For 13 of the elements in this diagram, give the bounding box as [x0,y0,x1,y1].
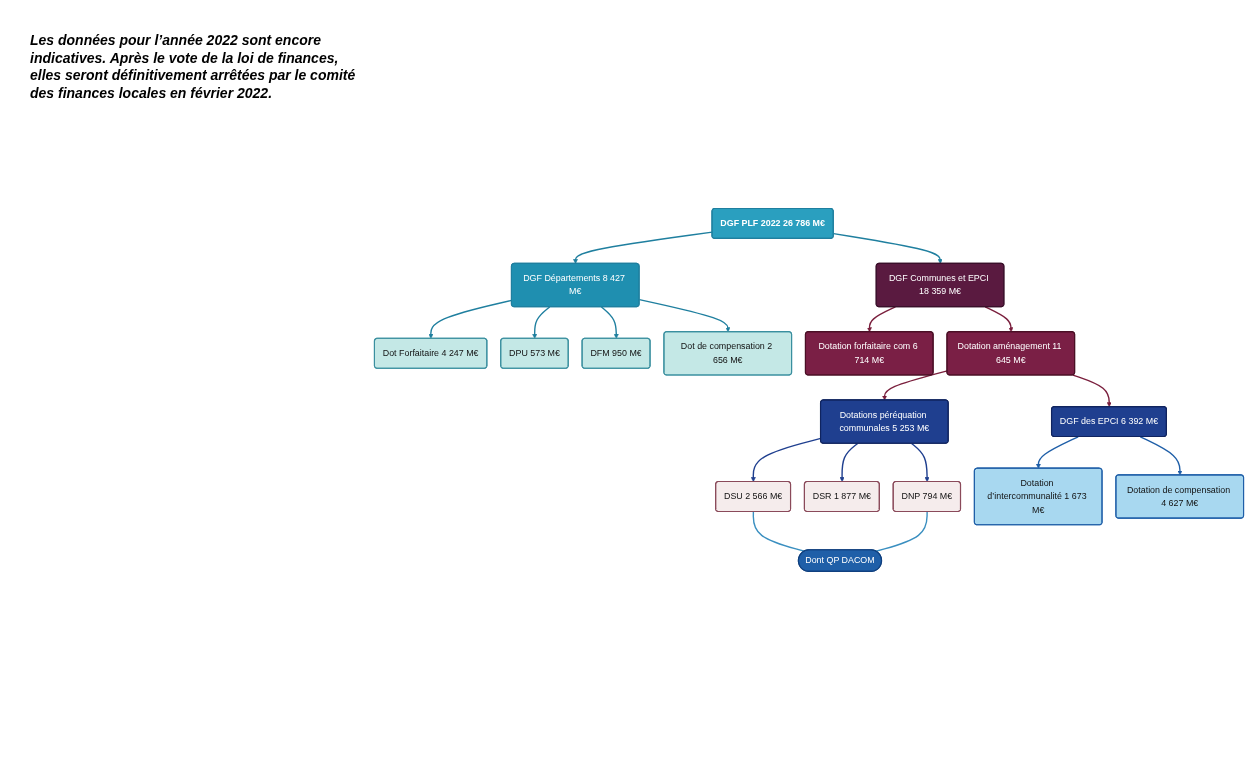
arrow [600,306,619,339]
arrow [839,442,859,483]
arrow [867,306,897,333]
note-text: Les données pour l’année 2022 sont encore indicatives. Après le vote de la loi de finances, elles seront définitivement arrêtées par le comité des finances locales en février 2022. [30,32,357,102]
arrow [532,306,551,339]
connector [875,511,928,553]
arrow [1035,436,1079,469]
arrow [1072,374,1112,408]
arrow [984,306,1014,333]
connector [752,511,806,553]
arrow [882,370,948,401]
arrow [1139,436,1183,476]
arrow [910,442,930,483]
